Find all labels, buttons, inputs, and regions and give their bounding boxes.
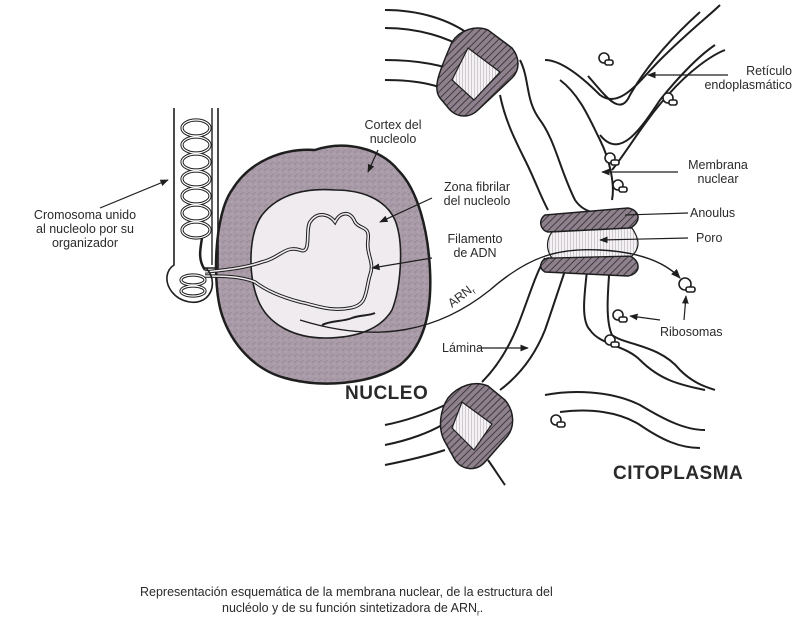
label-lamina: Lámina <box>442 341 483 355</box>
organizer-strand <box>198 237 207 271</box>
label-line: del nucleolo <box>443 194 511 208</box>
label-cortex: Cortex del nucleolo <box>358 118 428 146</box>
label-nuclear-membrane: Membrana nuclear <box>680 158 756 186</box>
envelope-lower-outer <box>481 257 546 383</box>
leader-pore <box>599 236 689 244</box>
label-line: de ADN <box>453 246 497 260</box>
label-dna-filament: Filamento de ADN <box>440 232 510 260</box>
leader-chromosome <box>99 179 169 209</box>
chromosome-coil-inner <box>180 119 211 297</box>
envelope-bottom-3 <box>384 449 446 466</box>
caption-line-2-text: nucléolo y de su función sintetizadora d… <box>222 601 478 615</box>
er-lower-2 <box>606 261 716 391</box>
label-line: nucleolo <box>369 132 417 146</box>
ribosomes <box>550 52 696 428</box>
caption-subscript: r <box>477 608 480 618</box>
chromosome-outline <box>166 108 219 304</box>
envelope-bottom-2 <box>384 424 443 446</box>
nucleolus-fibrillar-zone <box>250 188 402 339</box>
er-lower-4 <box>559 409 701 449</box>
er-upper-2 <box>599 44 716 146</box>
pore-channel-bottom <box>451 401 493 451</box>
ribosome <box>612 179 628 193</box>
nuclear-pore-bottom <box>439 382 514 470</box>
leader-ribosome-1 <box>629 313 661 321</box>
label-fibrillar-zone: Zona fibrilar del nucleolo <box>434 180 520 208</box>
leader-anoulus <box>624 212 689 216</box>
ribosome <box>598 52 614 66</box>
label-cytoplasm: CITOPLASMA <box>613 463 744 484</box>
ribosome <box>550 414 566 428</box>
leader-cortex <box>367 149 379 173</box>
label-line: Filamento <box>447 232 503 246</box>
rna-squiggle <box>321 312 376 326</box>
label-line: Cortex del <box>364 118 422 132</box>
ribosome <box>662 92 678 106</box>
envelope-top-outer <box>384 9 471 36</box>
annulus-middle-bottom <box>540 255 639 277</box>
envelope-bottom-1 <box>384 404 446 426</box>
leader-ribosome-2 <box>682 295 689 321</box>
label-ribosomes: Ribosomas <box>660 325 723 339</box>
leader-fibrillar <box>379 197 433 223</box>
er-upper-1 <box>587 11 701 106</box>
er-lower-3 <box>544 391 706 431</box>
nuclear-pore-middle <box>540 207 639 277</box>
rna-path <box>299 248 681 333</box>
envelope-lower-inner <box>499 261 569 391</box>
nuclear-pore-top <box>436 27 519 117</box>
nucleolus <box>204 144 432 385</box>
ribosome <box>604 152 620 166</box>
label-pore: Poro <box>696 231 723 245</box>
label-line: organizador <box>51 236 118 250</box>
label-rna: ARNr <box>445 281 478 312</box>
pore-channel-middle <box>546 227 639 259</box>
label-anoulus: Anoulus <box>690 206 736 220</box>
ribosome <box>678 277 696 293</box>
label-er: Retículo endoplasmático <box>650 64 792 92</box>
label-line: Membrana <box>688 158 748 172</box>
label-chromosome: Cromosoma unido al nucleolo por su organ… <box>10 208 160 250</box>
ribosome <box>604 334 620 348</box>
envelope-upper-inner <box>499 94 549 211</box>
label-line: al nucleolo por su <box>36 222 134 236</box>
caption-line-2: nucléolo y de su función sintetizadora d… <box>222 600 483 622</box>
label-line: Retículo <box>746 64 792 78</box>
label-line: Zona fibrilar <box>444 180 510 194</box>
dna-filament-inner <box>204 212 373 310</box>
label-nucleus: NUCLEO <box>345 383 429 404</box>
caption-period: . <box>479 601 484 615</box>
leader-lines <box>99 71 728 352</box>
pore-channel-top <box>451 47 501 101</box>
label-line: nuclear <box>697 172 739 186</box>
label-line: endoplasmático <box>704 78 792 92</box>
ribosome <box>612 309 628 323</box>
caption-line-1: Representación esquemática de la membran… <box>140 585 553 599</box>
envelope-upper-mid <box>544 4 721 101</box>
envelope-bottom-4 <box>487 459 506 486</box>
label-line: Cromosoma unido <box>33 208 137 222</box>
leader-dna <box>371 257 433 271</box>
chromosome <box>166 108 219 304</box>
